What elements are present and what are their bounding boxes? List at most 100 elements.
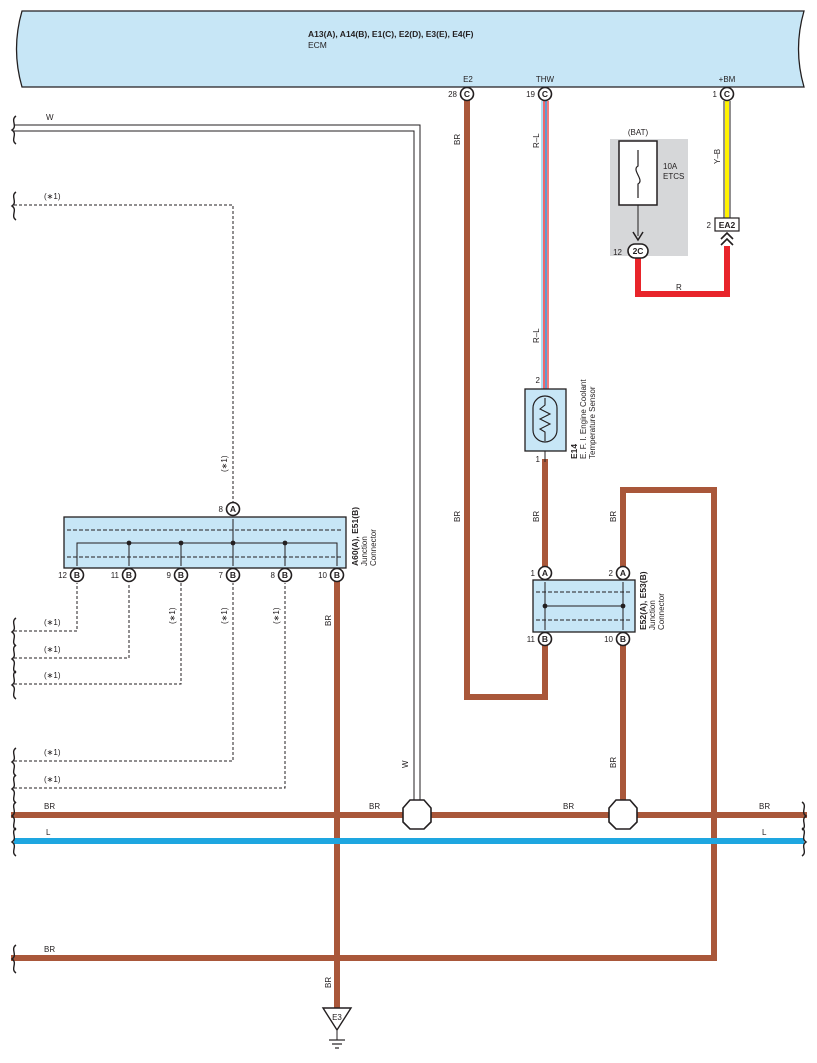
- pin-letter: A: [620, 568, 626, 578]
- pin-letter: B: [126, 570, 132, 580]
- junction-right-title: E52(A), E53(B): [638, 571, 648, 630]
- pin-letter: B: [620, 634, 626, 644]
- ecm-pin-bm[interactable]: C: [719, 86, 735, 102]
- arrow-down-icon: [632, 231, 644, 242]
- note-star1: (∗1): [44, 775, 61, 784]
- pin-number: 2: [609, 569, 614, 578]
- junction-left-pin-12[interactable]: B: [69, 567, 85, 583]
- fuse-element-icon: [635, 150, 641, 198]
- junction-right-pin-b11[interactable]: B: [537, 631, 553, 647]
- pin-letter: A: [542, 568, 548, 578]
- wire-label-br-bus-mid: BR: [369, 802, 380, 811]
- wire-label-rl-bottom: R–L: [532, 328, 541, 343]
- fuse-pin-number: 12: [613, 248, 622, 257]
- wire-w-inner: [14, 130, 415, 800]
- junction-right-pin-a1[interactable]: A: [537, 565, 553, 581]
- pin-number: 11: [527, 635, 536, 644]
- junction-connector-right[interactable]: [532, 579, 636, 633]
- ecm-pin-e2-letter: C: [464, 89, 470, 99]
- junction-left-pin-8[interactable]: B: [277, 567, 293, 583]
- note-star1: (∗1): [272, 607, 281, 624]
- junction-left-pin-10[interactable]: B: [329, 567, 345, 583]
- ecm-pin-thw-letter: C: [542, 89, 548, 99]
- ea2-connector[interactable]: EA2: [714, 217, 740, 246]
- wire-label-br-bus-right: BR: [563, 802, 574, 811]
- wire-yb-bm-to-ea2: [723, 101, 731, 218]
- wire-w-outer: [14, 124, 421, 800]
- sensor-name-line2: Temperature Sensor: [588, 386, 597, 459]
- wire-label-rl-top: R–L: [532, 133, 541, 148]
- pin-letter: B: [334, 570, 340, 580]
- ea2-label: EA2: [719, 220, 736, 230]
- chevron-up-icon: [720, 231, 734, 246]
- coolant-temp-sensor[interactable]: [524, 388, 567, 452]
- junction-connector-left[interactable]: [63, 516, 347, 569]
- note-star1: (∗1): [220, 455, 229, 472]
- junction-right-line1: Junction: [648, 600, 657, 630]
- junction-right-pin-b10[interactable]: B: [615, 631, 631, 647]
- fuse-name: ETCS: [663, 172, 684, 181]
- note-star1: (∗1): [44, 618, 61, 627]
- sensor-name-line1: E. F. I. Engine Coolant: [579, 379, 588, 459]
- ecm-pin-thw-signal: THW: [536, 75, 555, 84]
- note-star1: (∗1): [44, 192, 61, 201]
- pin-letter: B: [542, 634, 548, 644]
- sensor-id: E14: [569, 444, 579, 459]
- ecm-connector-list: A13(A), A14(B), E1(C), E2(D), E3(E), E4(…: [308, 29, 474, 39]
- pin-letter: B: [74, 570, 80, 580]
- pin-number: 10: [604, 635, 613, 644]
- ecm-pin-thw[interactable]: C: [537, 86, 553, 102]
- sensor-pin-top: 2: [536, 376, 541, 385]
- wire-label-br-b10: BR: [324, 615, 333, 626]
- ground-e3[interactable]: E3: [321, 1007, 353, 1049]
- junction-right-pin-a2[interactable]: A: [615, 565, 631, 581]
- fuse-pin-2c[interactable]: 2C: [627, 243, 649, 259]
- note-star1: (∗1): [44, 671, 61, 680]
- junction-left-top-number: 8: [219, 505, 224, 514]
- wire-label-yb: Y–B: [713, 149, 722, 164]
- wire-label-br-e2-bottom: BR: [453, 511, 462, 522]
- wire-label-l-right: L: [762, 828, 767, 837]
- dashed-optional-wires: [14, 204, 286, 789]
- wire-br-e2-to-junction-b11: [464, 98, 548, 700]
- splice-br: [608, 799, 638, 830]
- thermistor-icon: [538, 398, 552, 441]
- splice-w-br: [402, 799, 432, 830]
- wire-rl-thw-to-sensor: [541, 101, 549, 389]
- ecm-block[interactable]: A13(A), A14(B), E1(C), E2(D), E3(E), E4(…: [15, 10, 805, 88]
- fuse-rating: 10A: [663, 162, 678, 171]
- ecm-pin-bm-number: 1: [713, 90, 718, 99]
- ea2-pin-number: 2: [707, 221, 712, 230]
- wire-label-w-vertical: W: [401, 760, 410, 768]
- junction-left-pin-9[interactable]: B: [173, 567, 189, 583]
- pin-letter: B: [178, 570, 184, 580]
- fuse-pin-label: 2C: [633, 246, 644, 256]
- junction-left-pin-11[interactable]: B: [121, 567, 137, 583]
- wire-r-fuse-to-ea2: [635, 246, 730, 297]
- pin-letter: B: [230, 570, 236, 580]
- pin-number: 10: [318, 571, 327, 580]
- ecm-pin-bm-letter: C: [724, 89, 730, 99]
- wire-label-br-bottom: BR: [44, 945, 55, 954]
- wire-label-br-b10-right: BR: [609, 757, 618, 768]
- junction-left-pin-7[interactable]: B: [225, 567, 241, 583]
- ecm-pin-e2[interactable]: C: [459, 86, 475, 102]
- sensor-pin-bottom: 1: [536, 455, 541, 464]
- ecm-pin-bm-signal: +BM: [719, 75, 736, 84]
- fuse-block[interactable]: (BAT) 10A ETCS: [610, 128, 688, 256]
- wire-label-w-top: W: [46, 113, 54, 122]
- wire-label-l-left: L: [46, 828, 51, 837]
- ecm-label: ECM: [308, 40, 327, 50]
- pin-number: 9: [167, 571, 172, 580]
- junction-left-line1: Junction: [360, 536, 369, 566]
- note-star1: (∗1): [44, 645, 61, 654]
- wire-label-br-bus-end: BR: [759, 802, 770, 811]
- wire-break-icons: [10, 115, 808, 974]
- junction-left-pin-top[interactable]: A: [225, 501, 241, 517]
- fuse-supply: (BAT): [628, 128, 649, 137]
- pin-number: 8: [271, 571, 276, 580]
- pin-number: 7: [219, 571, 224, 580]
- wire-label-br-a2: BR: [609, 511, 618, 522]
- junction-right-line2: Connector: [657, 593, 666, 630]
